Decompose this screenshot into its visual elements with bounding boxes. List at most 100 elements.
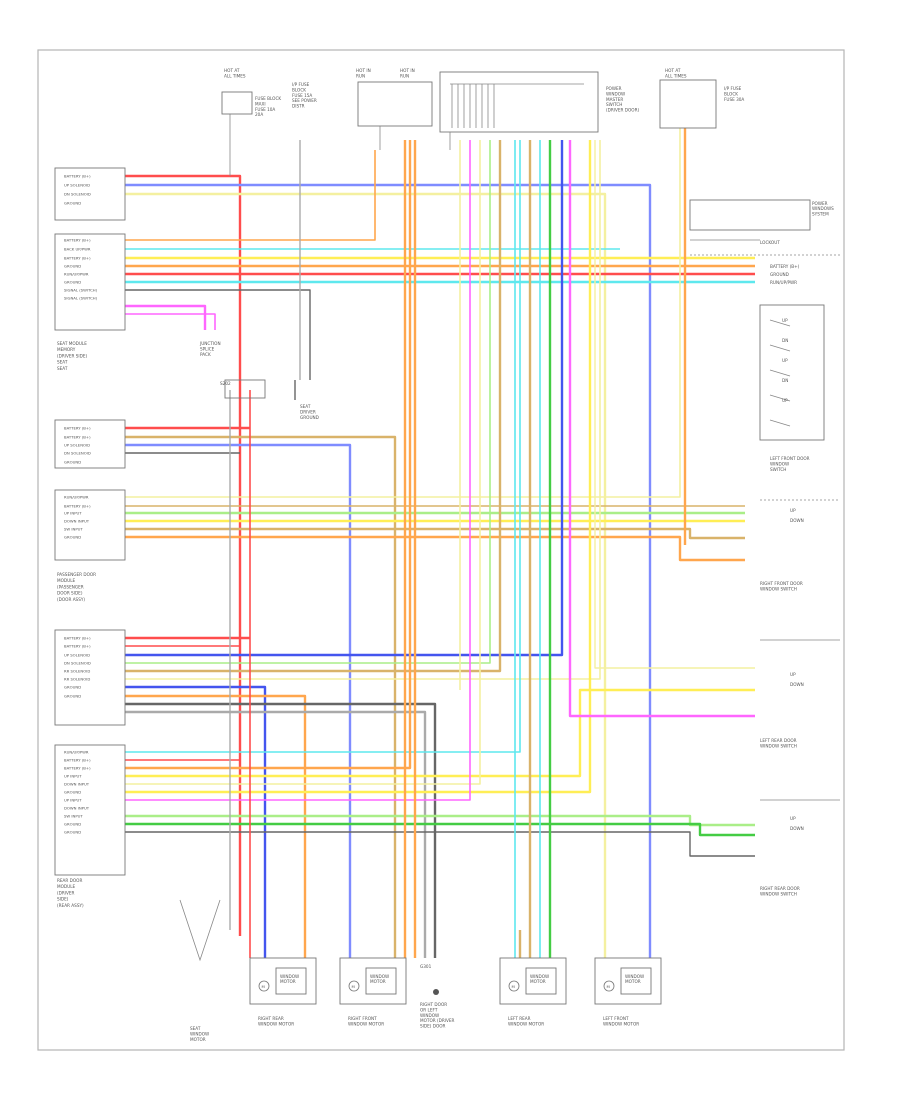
door-module-connector-a [54, 419, 126, 469]
component-layer [54, 71, 840, 1005]
master-switch-text-line-0: POWER [606, 86, 622, 91]
right-fuse-title-line-0: HOT AT [665, 68, 681, 73]
right-rear-window-motor-inner-text-line-0: WINDOW [280, 974, 299, 979]
left_mid-pin-label: UP SOLENOID [64, 443, 90, 448]
wire-rear-tan [125, 140, 502, 673]
wire-rear-magenta [125, 140, 471, 801]
right-bus-labels-line-0: BATTERY (B+) [770, 264, 800, 269]
right-front-switch-caption-line-1: WINDOW SWITCH [760, 586, 797, 591]
left_mid-pin-label: DN SOLENOID [64, 451, 91, 456]
lf-switch-pins-line-0: UP [790, 508, 796, 513]
rr-switch-pins-line-1: DOWN [790, 826, 804, 831]
left-front-window-motor-box [594, 957, 662, 1005]
master-switch-box [439, 71, 599, 133]
left_bot-pin-label: GROUND [64, 694, 81, 699]
fuse-a-text-line-3: 20A [255, 112, 263, 117]
wire-rear-dn-lightgreen [125, 140, 491, 664]
rr-switch-pins-line-0: UP [790, 816, 796, 821]
right-rear-window-motor-caption-line-1: WINDOW MOTOR [258, 1021, 294, 1026]
wire-rear-ground-black [125, 702, 437, 958]
door-module-caption-line-3: DOOR SIDE) [57, 591, 83, 596]
left_mid-pin-label: GROUND [64, 535, 81, 540]
lf-switch-pins-line-1: DOWN [790, 518, 804, 523]
rear-module-caption-line-1: MODULE [57, 884, 76, 889]
master-switch-text-line-1: WINDOW [606, 91, 625, 96]
splice-s202-label: S202 [220, 381, 231, 386]
right-rear-window-motor-caption-line-0: RIGHT REAR [258, 1016, 284, 1021]
wire-rear-down-green [125, 822, 755, 837]
right-front-window-motor-m-label: M [352, 984, 355, 989]
left-front-window-motor-motor-icon [603, 980, 615, 992]
power-windows-ref-text-line-2: SYSTEM [812, 211, 829, 216]
right-front-window-motor-caption-line-0: RIGHT FRONT [348, 1016, 377, 1021]
left-front-window-motor-m-label: M [607, 984, 610, 989]
left_bot-pin-label: RUN/UP/PWR [64, 750, 89, 755]
label-layer: BATTERY (B+) UP SOLENOID DN SOLENOID GROUND… [57, 68, 834, 1042]
left_bot-pin-label: SW INPUT [64, 814, 83, 819]
window-switch-block-text-line-1: DN [782, 338, 788, 343]
fuse-a-title-line-1: ALL TIMES [224, 74, 246, 79]
left_bot-pin-label: BATTERY (B+) [64, 766, 91, 771]
wire-seat-dn-yellow [125, 192, 607, 958]
right-bus-labels-line-2: RUN/UP/PWR [770, 280, 797, 285]
fuse-b-text-line-4: DISTR [292, 104, 305, 109]
fuse-b-text-line-2: FUSE 15A [292, 93, 312, 98]
junction-splice-label-line-0: JUNCTION [199, 341, 221, 346]
right-front-window-motor-inner [365, 967, 397, 995]
right-bus-labels-line-1: GROUND [770, 272, 789, 277]
wire-layer [125, 128, 755, 958]
driver-window-motor-caption-line-3: MOTOR (DRIVER [420, 1018, 455, 1023]
left-front-window-motor-inner [620, 967, 652, 995]
rear-module-caption-line-4: (REAR ASSY) [57, 903, 84, 908]
seat-ground-caption-line-0: SEAT [190, 1026, 201, 1031]
ground-label: G301 [420, 964, 432, 969]
wire-door-sw-tan [125, 527, 745, 540]
left-front-window-motor-caption-line-0: LEFT FRONT [603, 1016, 629, 1021]
wire-seat-signal-magenta [125, 304, 207, 330]
left_top-pin-label: BACK UP/PWR [64, 247, 91, 252]
switch-contact [769, 394, 791, 402]
switch-contact [769, 344, 791, 352]
power-windows-ref-text-line-1: WINDOWS [812, 206, 834, 211]
power-windows-ref-text-line-0: POWER [812, 201, 828, 206]
left-front-switch-title-line-1: WINDOW [770, 461, 789, 466]
window-switch-block-text-line-0: UP [782, 318, 788, 323]
fuse-a-title-line-0: HOT AT [224, 68, 240, 73]
window-switch-block-text-line-3: DN [782, 378, 788, 383]
left_bot-pin-label: BATTERY (B+) [64, 758, 91, 763]
master-switch-text-line-3: SWITCH [606, 102, 622, 107]
left_bot-pin-label: GROUND [64, 790, 81, 795]
left_bot-pin-label: BATTERY (B+) [64, 636, 91, 641]
wire-rear-up-darkblue [125, 140, 564, 657]
wire-rear-battery-orange [125, 140, 412, 770]
wire-door-battery-tan [125, 435, 397, 958]
driver-window-motor-caption-line-2: WINDOW [420, 1013, 439, 1018]
left-rear-window-motor-inner-text-line-1: MOTOR [530, 979, 546, 984]
window-switch-block [759, 304, 825, 441]
left_bot-pin-label: GROUND [64, 830, 81, 835]
left_top-pin-label: BATTERY (B+) [64, 256, 91, 261]
left_top-pin-label: GROUND [64, 264, 81, 269]
door-module-caption-line-0: PASSENGER DOOR [57, 572, 96, 577]
fuse-a-text-line-2: FUSE 10A [255, 107, 275, 112]
seat-module-connector-a [54, 167, 126, 221]
left-front-switch-title-line-0: LEFT FRONT DOOR [770, 456, 810, 461]
left_bot-pin-label: RR SOLENOID [64, 669, 90, 674]
seat-module-connector-b [54, 233, 126, 331]
wire-seat-battery-red [125, 174, 242, 936]
fuse-b-text-line-0: I/P FUSE [292, 82, 310, 87]
wire-seat-up-blue [125, 183, 652, 958]
seat-module-caption-line-4: SEAT [57, 366, 68, 371]
seat-module-caption-line-0: SEAT MODULE [57, 341, 87, 346]
diagram-frame [37, 49, 845, 1051]
driver-window-motor-caption-line-1: OR LEFT [420, 1007, 438, 1012]
left-rear-window-motor-inner-text-line-0: WINDOW [530, 974, 549, 979]
right-front-window-motor-inner-text-line-1: MOTOR [370, 979, 386, 984]
lr-switch-pins-line-1: DOWN [790, 682, 804, 687]
wire-seat-signal-magenta-2 [125, 313, 216, 330]
fuse-c-box [357, 81, 433, 127]
door-module-connector-b [54, 489, 126, 561]
rear-module-caption-line-2: (DRIVER [57, 890, 75, 895]
wire-rear-up-lightgreen [125, 814, 755, 827]
wire-door-run-yellow [125, 128, 681, 498]
